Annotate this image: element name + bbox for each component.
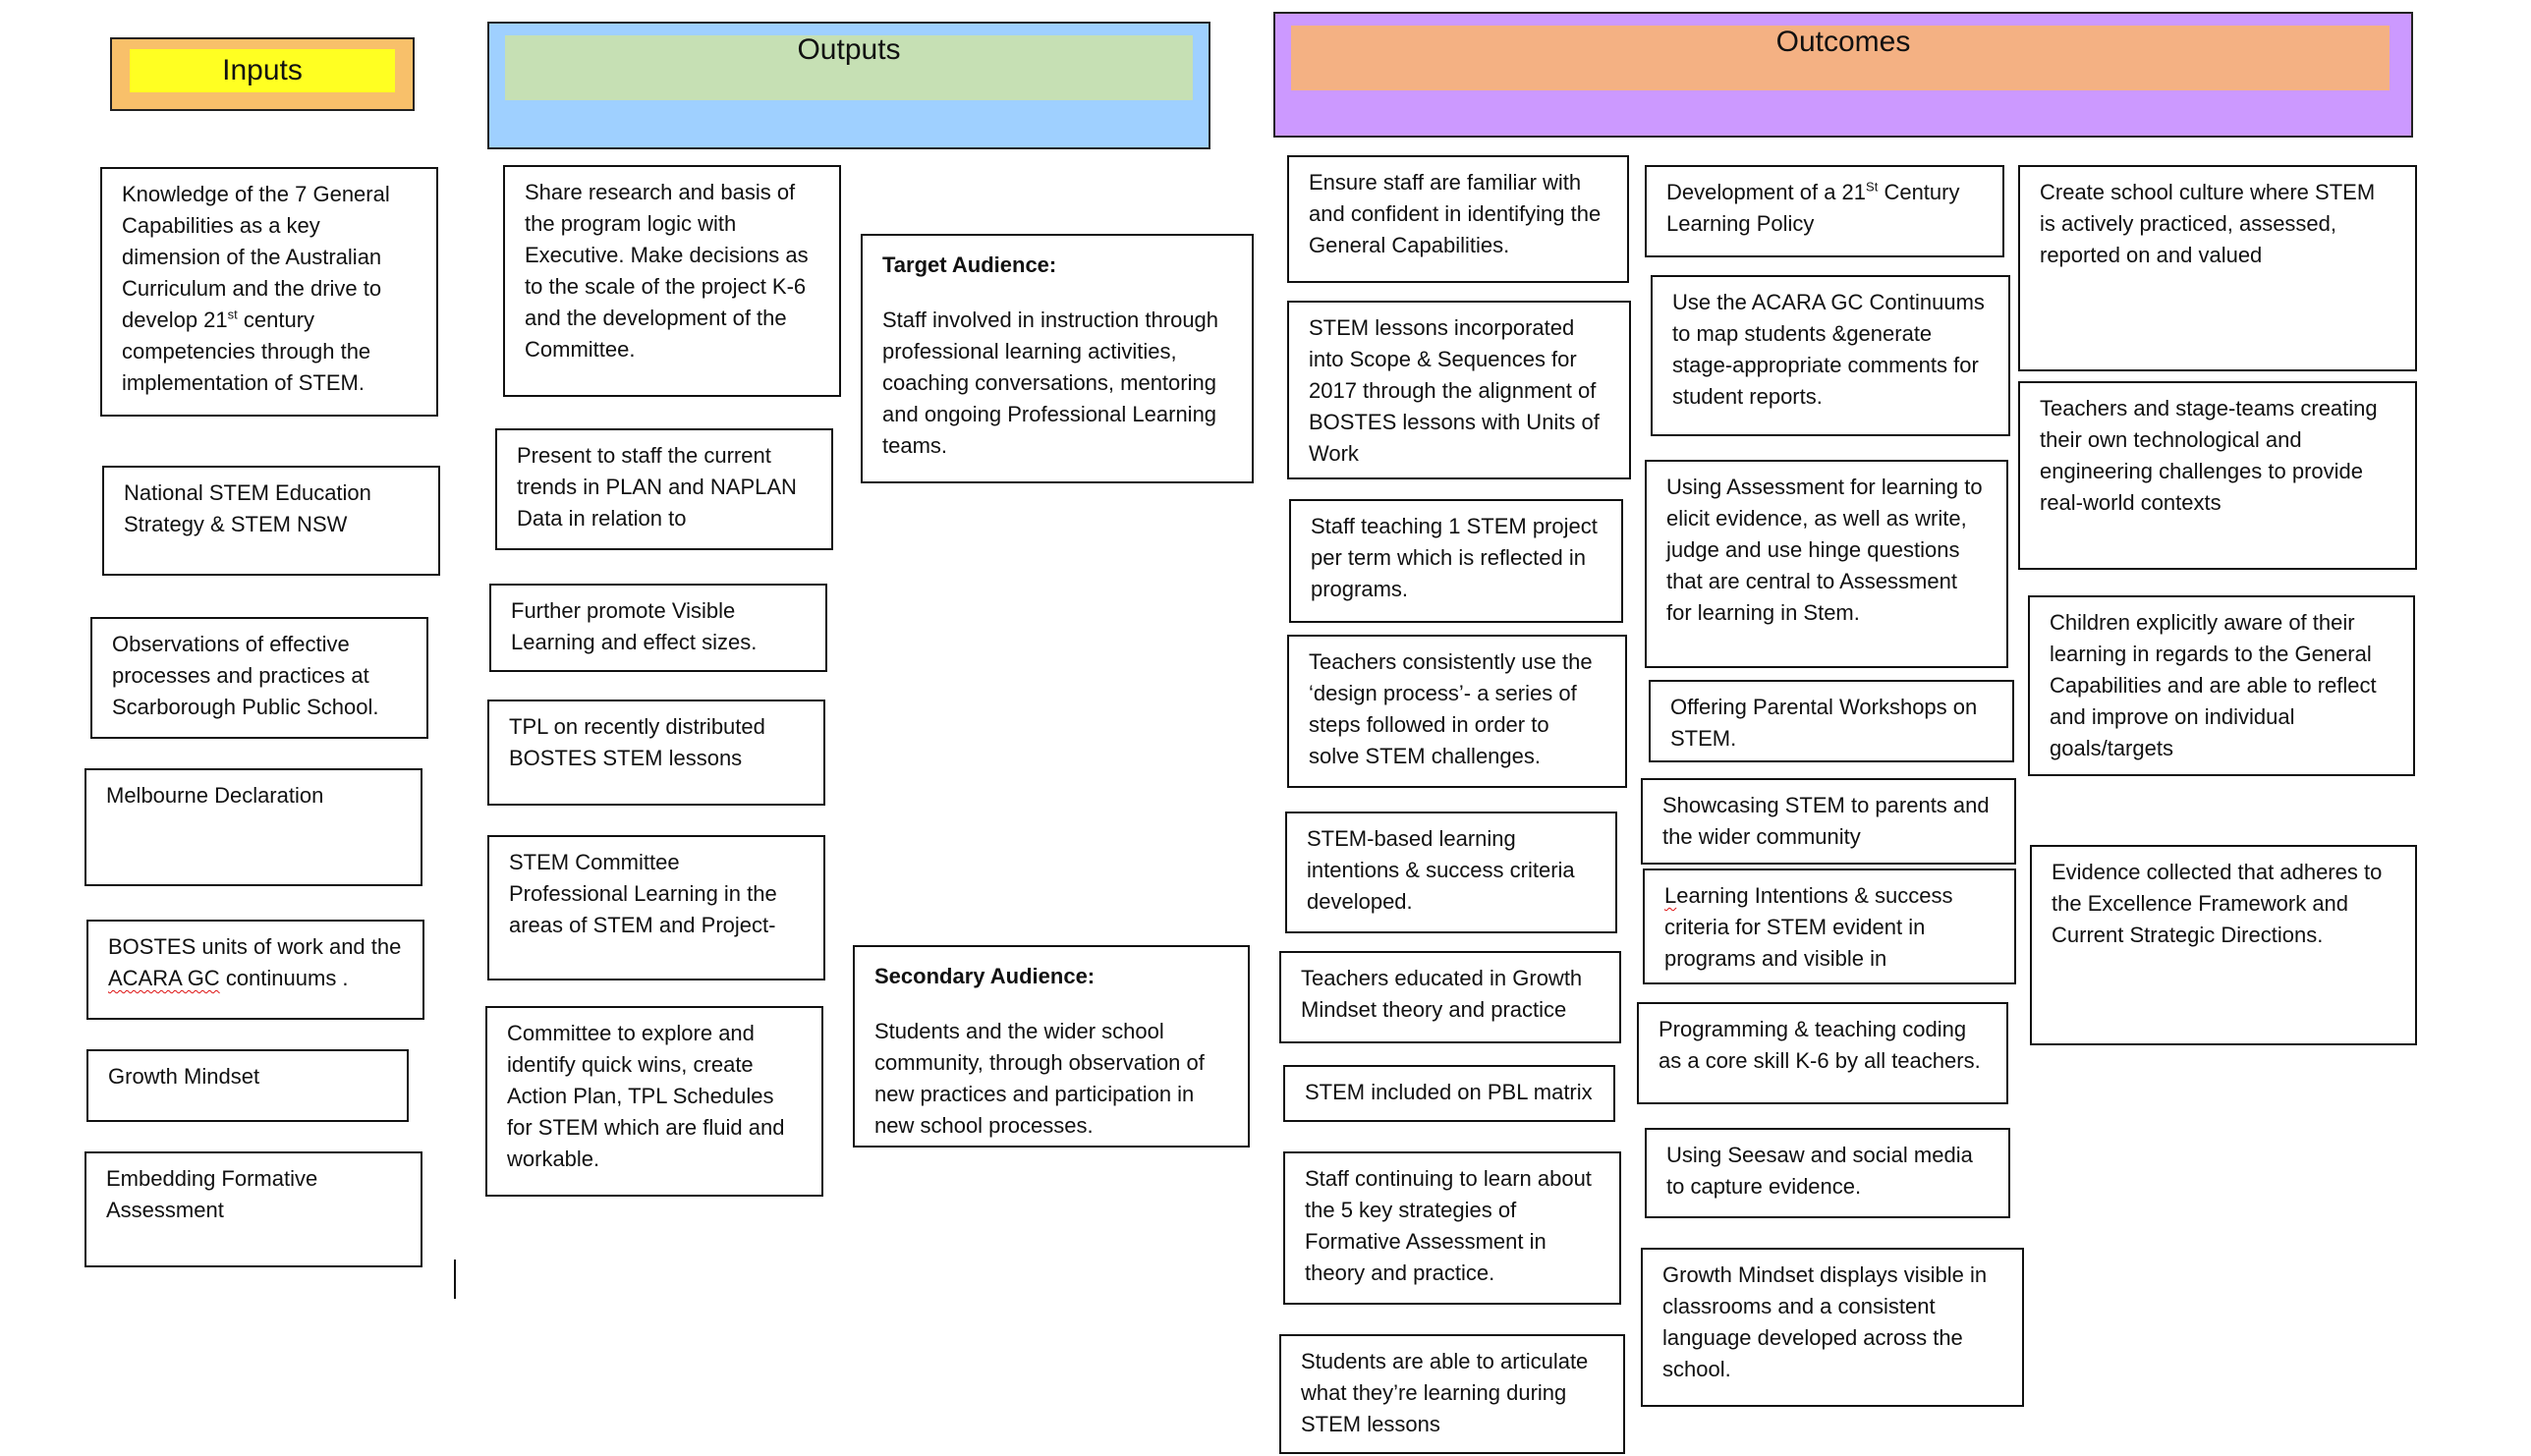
- text-cursor: [454, 1260, 456, 1299]
- input-text: century competencies through the impleme…: [122, 308, 371, 395]
- target-audience-body: Staff involved in instruction through pr…: [882, 308, 1219, 458]
- outcome-box-acara-continuums: Use the ACARA GC Continuums to map stude…: [1651, 275, 2010, 436]
- outcome-text: Century Learning Policy: [1666, 180, 1960, 236]
- input-box-general-capabilities: Knowledge of the 7 General Capabilities …: [100, 167, 438, 417]
- outcome-box-showcasing-stem: Showcasing STEM to parents and the wider…: [1641, 778, 2016, 865]
- outcome-text: Using Assessment for learning to elicit …: [1666, 475, 1983, 625]
- inputs-header-band: Inputs: [130, 49, 395, 92]
- outcome-superscript: St: [1866, 179, 1879, 195]
- outcome-box-learning-intentions-evident: Learning Intentions & success criteria f…: [1643, 868, 2016, 984]
- input-box-melbourne-declaration: Melbourne Declaration: [84, 768, 422, 886]
- spelling-marked-text: ACARA GC: [108, 966, 220, 990]
- input-text: continuums .: [219, 966, 349, 990]
- outcome-text: Using Seesaw and social media to capture…: [1666, 1143, 1973, 1199]
- input-box-formative-assessment: Embedding Formative Assessment: [84, 1151, 422, 1267]
- input-superscript: st: [227, 307, 238, 322]
- outcome-text: Programming & teaching coding as a core …: [1659, 1017, 1981, 1073]
- outputs-header: Outputs: [487, 22, 1210, 149]
- secondary-audience-box: Secondary Audience: Students and the wid…: [853, 945, 1250, 1148]
- output-box-share-research: Share research and basis of the program …: [503, 165, 841, 397]
- input-box-bostes-units: BOSTES units of work and the ACARA GC co…: [86, 920, 424, 1020]
- output-box-quick-wins: Committee to explore and identify quick …: [485, 1006, 823, 1197]
- outcome-box-stem-project: Staff teaching 1 STEM project per term w…: [1289, 499, 1623, 623]
- outcomes-header-band: [1291, 26, 2390, 90]
- outcome-box-assessment-for-learning: Using Assessment for learning to elicit …: [1645, 460, 2008, 668]
- outcome-box-children-aware: Children explicitly aware of their learn…: [2028, 595, 2415, 776]
- outcome-text: Offering Parental Workshops on STEM.: [1670, 695, 1978, 751]
- outcome-box-design-process: Teachers consistently use the ‘design pr…: [1287, 635, 1627, 788]
- outputs-header-band: [505, 35, 1193, 100]
- outcome-text: Showcasing STEM to parents and the wider…: [1662, 793, 1990, 849]
- outcome-box-school-culture: Create school culture where STEM is acti…: [2018, 165, 2417, 371]
- input-box-national-stem: National STEM Education Strategy & STEM …: [102, 466, 440, 576]
- secondary-audience-body: Students and the wider school community,…: [874, 1019, 1205, 1138]
- outcome-box-parental-workshops: Offering Parental Workshops on STEM.: [1649, 680, 2014, 762]
- output-box-tpl-bostes: TPL on recently distributed BOSTES STEM …: [487, 700, 825, 806]
- inputs-header: Inputs: [110, 37, 415, 111]
- output-box-present-trends: Present to staff the current trends in P…: [495, 428, 833, 550]
- output-box-stem-committee: STEM Committee Professional Learning in …: [487, 835, 825, 980]
- output-box-visible-learning: Further promote Visible Learning and eff…: [489, 584, 827, 672]
- input-box-growth-mindset: Growth Mindset: [86, 1049, 409, 1122]
- input-text: Embedding Formative Assessment: [106, 1166, 318, 1222]
- outcome-box-students-articulate: Students are able to articulate what the…: [1279, 1334, 1625, 1454]
- outcome-text: Use the ACARA GC Continuums to map stude…: [1672, 290, 1985, 409]
- input-text: National STEM Education Strategy & STEM …: [124, 480, 371, 536]
- target-audience-title: Target Audience:: [882, 252, 1057, 277]
- outcome-box-growth-mindset-displays: Growth Mindset displays visible in class…: [1641, 1248, 2024, 1407]
- outcome-box-teachers-challenges: Teachers and stage-teams creating their …: [2018, 381, 2417, 570]
- input-box-observations: Observations of effective processes and …: [90, 617, 428, 739]
- outcome-box-seesaw: Using Seesaw and social media to capture…: [1645, 1128, 2010, 1218]
- outcome-box-familiar-gc: Ensure staff are familiar with and confi…: [1287, 155, 1629, 283]
- outcome-box-learning-intentions: STEM-based learning intentions & success…: [1285, 812, 1617, 933]
- outcomes-header: Outcomes: [1273, 12, 2413, 138]
- outcome-text: Growth Mindset displays visible in class…: [1662, 1262, 1988, 1381]
- outcome-box-evidence-collected: Evidence collected that adheres to the E…: [2030, 845, 2417, 1045]
- target-audience-box: Target Audience: Staff involved in instr…: [861, 234, 1254, 483]
- outcome-text: Development of a 21: [1666, 180, 1867, 204]
- outcome-box-formative-strategies: Staff continuing to learn about the 5 ke…: [1283, 1151, 1621, 1305]
- outcome-box-programming-coding: Programming & teaching coding as a core …: [1637, 1002, 2008, 1104]
- spelling-marked-text: L: [1664, 883, 1677, 908]
- outcome-text: earning Intentions & success criteria fo…: [1664, 883, 1953, 971]
- input-text: Knowledge of the 7 General Capabilities …: [122, 182, 390, 332]
- outputs-header-label: Outputs: [797, 33, 901, 66]
- input-text: Observations of effective processes and …: [112, 632, 379, 719]
- input-text: Growth Mindset: [108, 1064, 260, 1089]
- input-text: BOSTES units of work and the: [108, 934, 402, 959]
- outcome-box-pbl-matrix: STEM included on PBL matrix: [1283, 1065, 1615, 1122]
- input-text: Melbourne Declaration: [106, 783, 324, 808]
- outcome-box-21st-century-policy: Development of a 21St Century Learning P…: [1645, 165, 2004, 257]
- inputs-header-label: Inputs: [222, 54, 303, 86]
- outcome-box-scope-sequences: STEM lessons incorporated into Scope & S…: [1287, 301, 1631, 479]
- outcomes-header-label: Outcomes: [1775, 26, 1911, 58]
- outcome-box-growth-mindset-teachers: Teachers educated in Growth Mindset theo…: [1279, 951, 1621, 1043]
- secondary-audience-title: Secondary Audience:: [874, 964, 1096, 988]
